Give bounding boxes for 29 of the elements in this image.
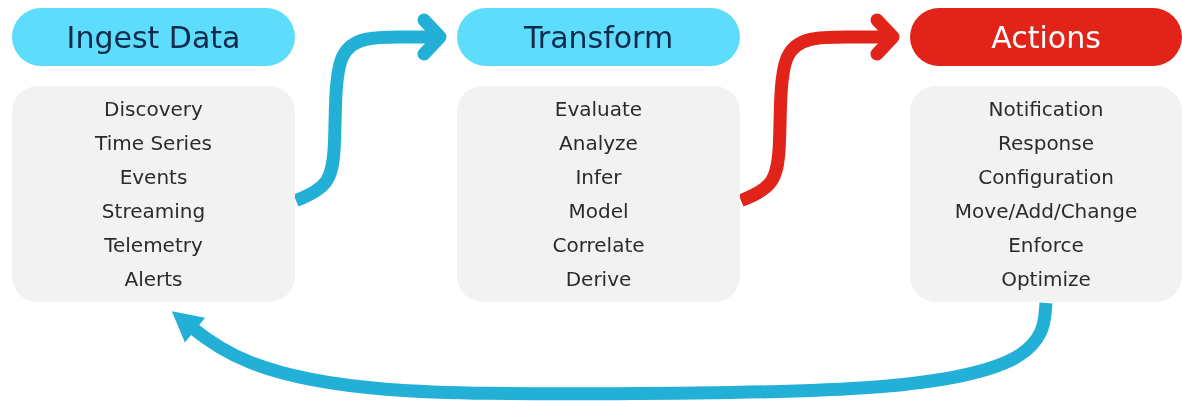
curved-arrow — [738, 13, 900, 207]
item-list-panel — [457, 86, 740, 302]
list-item: Infer — [575, 164, 622, 191]
list-item: Response — [997, 130, 1095, 157]
list-item: Model — [568, 198, 629, 225]
stage-title: Actions — [991, 19, 1101, 55]
list-item: Notification — [988, 96, 1104, 123]
list-item: Alerts — [124, 266, 183, 293]
stage-title: Transform — [523, 19, 674, 55]
list-item: Events — [119, 164, 188, 191]
list-item: Correlate — [552, 232, 645, 259]
stage-header — [12, 8, 295, 66]
list-item: Streaming — [101, 198, 206, 225]
item-list-panel — [12, 86, 295, 302]
curved-arrow — [293, 13, 447, 207]
list-item: Evaluate — [554, 96, 643, 123]
list-item: Enforce — [1008, 232, 1084, 259]
list-item: Telemetry — [104, 232, 203, 259]
list-item: Move/Add/Change — [954, 198, 1138, 225]
list-item: Analyze — [559, 130, 638, 157]
list-item: Optimize — [1001, 266, 1091, 293]
list-item: Discovery — [104, 96, 203, 123]
item-list-panel — [910, 86, 1182, 302]
list-item: Time Series — [95, 130, 212, 157]
stage-header — [457, 8, 740, 66]
list-item: Derive — [565, 266, 632, 293]
stage-header — [910, 8, 1182, 66]
stage-title: Ingest Data — [66, 19, 241, 55]
list-item: Configuration — [978, 164, 1114, 191]
